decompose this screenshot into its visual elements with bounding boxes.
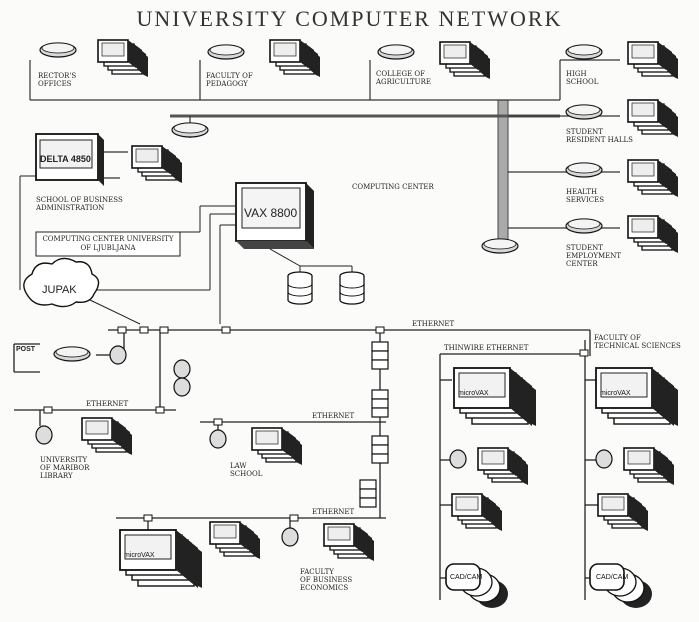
- label-law: LAW SCHOOL: [230, 462, 263, 478]
- transceiver-icon: [173, 359, 191, 379]
- label-technical: FACULTY OF TECHNICAL SCIENCES: [594, 334, 681, 350]
- label-economics: FACULTY OF BUSINESS ECONOMICS: [300, 568, 353, 592]
- workstation-icon: [627, 215, 679, 254]
- modem-icon: [53, 346, 91, 362]
- modem-icon: [565, 162, 603, 178]
- label-library: UNIVERSITY OF MARIBOR LIBRARY: [40, 456, 90, 480]
- workstation-icon: [597, 493, 649, 532]
- transceiver-icon: [35, 425, 53, 445]
- label-cadcam-2: CAD/CAM: [596, 574, 629, 581]
- modem-icon: [481, 238, 519, 254]
- label-thinwire: THINWIRE ETHERNET: [444, 344, 529, 352]
- label-rector: RECTOR'S OFFICES: [38, 72, 77, 88]
- workstation-icon: [97, 39, 149, 78]
- workstation-icon: [451, 493, 503, 532]
- microvax-icon: [595, 367, 679, 427]
- label-ethernet-main: ETHERNET: [412, 320, 455, 328]
- workstation-icon: [627, 159, 679, 198]
- modem-icon: [171, 122, 209, 138]
- workstation-icon: [323, 523, 375, 562]
- workstation-icon: [439, 41, 491, 80]
- diagram-title: UNIVERSITY COMPUTER NETWORK: [136, 6, 563, 31]
- label-health: HEALTH SERVICES: [566, 188, 605, 204]
- label-pedagogy: FACULTY OF PEDAGOGY: [206, 72, 253, 88]
- label-vax: VAX 8800: [244, 206, 298, 220]
- repeater-icon: [359, 479, 377, 508]
- modem-icon: [565, 44, 603, 60]
- disk-icon: [287, 271, 313, 305]
- label-jupak: JUPAK: [42, 284, 77, 296]
- workstation-icon: [477, 447, 529, 486]
- label-computing-center: COMPUTING CENTER: [352, 183, 434, 191]
- microvax-icon: [453, 367, 537, 427]
- workstation-icon: [81, 417, 133, 456]
- workstation-icon: [209, 521, 261, 560]
- modem-icon: [565, 218, 603, 234]
- modem-icon: [207, 44, 245, 60]
- label-post: POST: [16, 346, 36, 353]
- label-cadcam-1: CAD/CAM: [450, 574, 483, 581]
- label-ethernet-law: ETHERNET: [312, 412, 355, 420]
- label-ethernet-economics: ETHERNET: [312, 508, 355, 516]
- workstation-icon: [623, 447, 675, 486]
- workstation-icon: [131, 145, 183, 184]
- modem-icon: [565, 104, 603, 120]
- transceiver-icon: [209, 429, 227, 449]
- workstation-icon: [627, 41, 679, 80]
- disk-icon: [339, 271, 365, 305]
- jupak-cloud: [23, 257, 100, 308]
- ethernet-main-cable: [13, 329, 598, 600]
- cadcam-icon: [589, 563, 653, 609]
- cadcam-icon: [445, 563, 509, 609]
- repeater-icon: [371, 389, 389, 418]
- transceiver-icon: [109, 345, 127, 365]
- label-microvax-2: microVAX: [600, 390, 631, 397]
- label-delta: DELTA 4850: [40, 154, 91, 164]
- label-business-admin: SCHOOL OF BUSINESS ADMINISTRATION: [36, 196, 123, 212]
- label-microvax-3: microVAX: [124, 552, 155, 559]
- label-halls: STUDENT RESIDENT HALLS: [566, 128, 633, 144]
- label-agriculture: COLLEGE OF AGRICULTURE: [376, 70, 431, 86]
- backbone-cable: [170, 99, 560, 249]
- transceiver-icon: [595, 449, 613, 469]
- modem-icon: [377, 44, 415, 60]
- label-employment: STUDENT EMPLOYMENT CENTER: [566, 244, 622, 268]
- workstation-icon: [251, 427, 303, 466]
- repeater-icon: [371, 435, 389, 464]
- transceiver-icon: [449, 449, 467, 469]
- transceiver-icon: [173, 377, 191, 397]
- label-ethernet-library: ETHERNET: [86, 400, 129, 408]
- label-microvax-1: microVAX: [458, 390, 489, 397]
- label-high-school: HIGH SCHOOL: [566, 70, 599, 86]
- modem-icon: [39, 42, 77, 58]
- transceiver-icon: [281, 527, 299, 547]
- ljubljana-box: [35, 231, 181, 257]
- label-ljubljana: COMPUTING CENTER UNIVERSITY OF LJUBLJANA: [42, 235, 174, 252]
- microvax-icon: [119, 529, 203, 589]
- workstation-icon: [269, 39, 321, 78]
- repeater-icon: [371, 341, 389, 370]
- workstation-icon: [627, 99, 679, 138]
